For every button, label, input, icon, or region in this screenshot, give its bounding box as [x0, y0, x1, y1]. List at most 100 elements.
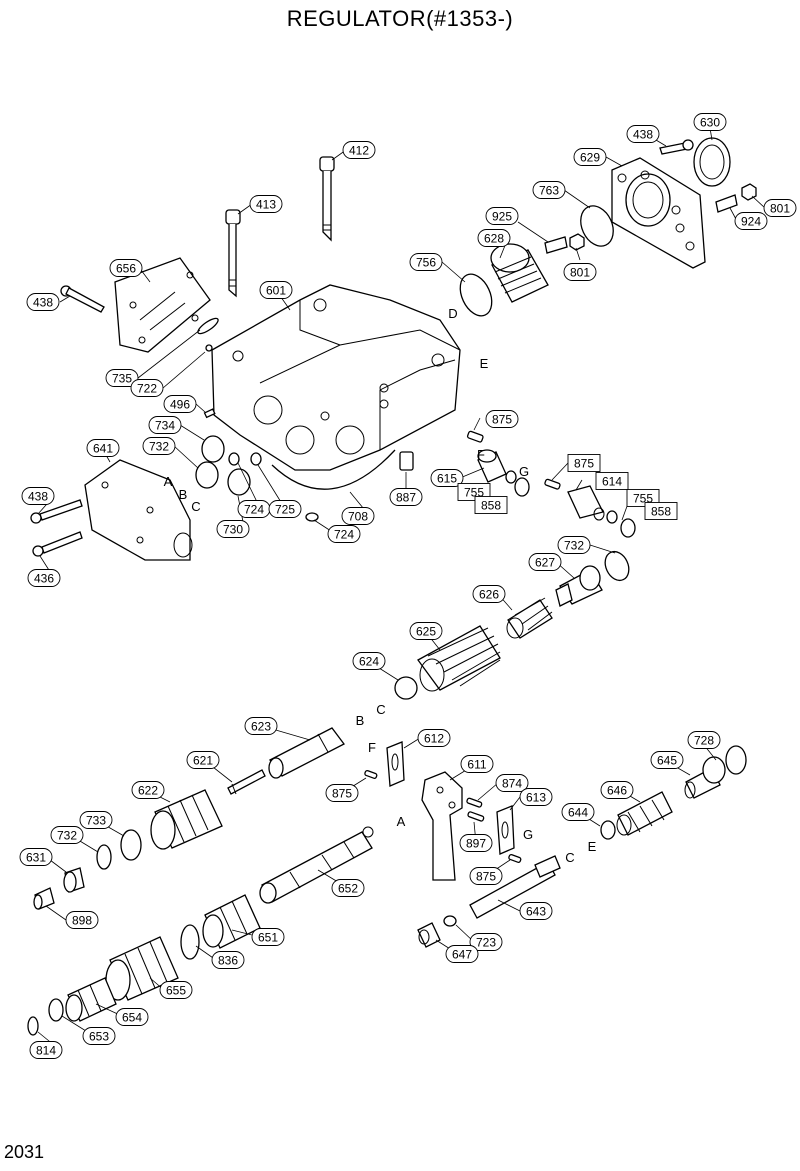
assembly-letter-d: D	[448, 306, 457, 321]
oring-724b	[305, 512, 319, 522]
callout-653: 653	[82, 1027, 116, 1045]
plug-898	[33, 887, 55, 910]
callout-number: 722	[137, 381, 157, 395]
spool-614	[567, 485, 605, 521]
callout-frame	[528, 553, 562, 571]
shaft-643	[469, 855, 561, 919]
callout-frame	[600, 781, 634, 799]
callout-651: 651	[251, 928, 285, 946]
callout-frame	[244, 717, 278, 735]
screw-924	[715, 194, 738, 213]
callout-number: 858	[481, 498, 501, 512]
callout-656: 656	[109, 259, 143, 277]
assembly-letter-a: A	[164, 474, 173, 489]
oring-755b	[606, 510, 618, 524]
cover-629	[611, 157, 706, 269]
callout-number: 621	[193, 753, 213, 767]
callout-836: 836	[211, 951, 245, 969]
assembly-letter-a: A	[397, 814, 406, 829]
callout-number: 875	[492, 412, 512, 426]
callout-frame	[595, 472, 629, 490]
callout-frame	[557, 536, 591, 554]
callout-number: 413	[256, 197, 276, 211]
callout-frame	[626, 125, 660, 143]
callout-644: 644	[561, 803, 595, 821]
callout-frame	[352, 652, 386, 670]
callout-number: 875	[332, 786, 352, 800]
callout-number: 732	[564, 538, 584, 552]
oring-722	[205, 344, 213, 352]
callout-646: 646	[600, 781, 634, 799]
pin-496	[203, 408, 216, 419]
pin-875a	[466, 430, 484, 443]
callout-438: 438	[21, 487, 55, 505]
callout-613: 613	[519, 788, 553, 806]
assembly-letter-g: G	[523, 827, 533, 842]
callout-875: 875	[469, 867, 503, 885]
callout-number: 643	[526, 904, 546, 918]
callout-732: 732	[557, 536, 591, 554]
callout-number: 653	[89, 1029, 109, 1043]
spool-651	[202, 894, 261, 949]
callout-number: 436	[34, 571, 54, 585]
spring-622	[150, 789, 223, 850]
callout-641: 641	[86, 439, 120, 457]
callout-frame	[485, 410, 519, 428]
callout-887: 887	[389, 488, 423, 506]
callout-frame	[573, 148, 607, 166]
callout-number: 924	[741, 214, 761, 228]
callout-number: 756	[416, 255, 436, 269]
callout-611: 611	[460, 755, 494, 773]
callout-number: 651	[258, 930, 278, 944]
bolt-413	[225, 209, 241, 298]
callout-708: 708	[341, 507, 375, 525]
callout-496: 496	[163, 395, 197, 413]
callout-frame	[342, 141, 376, 159]
callout-frame	[519, 902, 553, 920]
callout-755: 755	[626, 489, 660, 507]
callout-number: 652	[338, 881, 358, 895]
callout-frame	[409, 622, 443, 640]
callout-frame	[445, 945, 479, 963]
callout-647: 647	[445, 945, 479, 963]
callout-frame	[763, 199, 797, 217]
callout-733: 733	[79, 811, 113, 829]
callout-412: 412	[342, 141, 376, 159]
callout-number: 708	[348, 509, 368, 523]
housing-601	[211, 284, 461, 471]
callout-frame	[115, 1008, 149, 1026]
callout-number: 438	[633, 127, 653, 141]
callout-number: 412	[349, 143, 369, 157]
callout-frame	[734, 212, 768, 230]
callout-number: 725	[275, 502, 295, 516]
callout-number: 724	[244, 502, 264, 516]
callout-number: 624	[359, 654, 379, 668]
callout-frame	[82, 1027, 116, 1045]
spring-625	[417, 625, 501, 692]
page-number: 2031	[4, 1142, 45, 1162]
callout-frame	[687, 731, 721, 749]
assembly-letter-e: E	[480, 356, 489, 371]
callout-number: 615	[437, 471, 457, 485]
callout-number: 801	[770, 201, 790, 215]
ring-814	[27, 1016, 39, 1036]
callout-frame	[469, 933, 503, 951]
callout-897: 897	[459, 834, 493, 852]
callout-frame	[460, 755, 494, 773]
callout-number: 858	[651, 504, 671, 518]
callout-630: 630	[693, 113, 727, 131]
callout-frame	[163, 395, 197, 413]
link-612	[386, 741, 405, 787]
oring-733	[120, 829, 142, 861]
callout-frame	[211, 951, 245, 969]
callout-number: 755	[464, 485, 484, 499]
callout-frame	[131, 781, 165, 799]
oring-730	[227, 468, 251, 496]
callout-number: 925	[492, 209, 512, 223]
callout-875: 875	[485, 410, 519, 428]
callout-728: 728	[687, 731, 721, 749]
callout-frame	[331, 879, 365, 897]
callout-615: 615	[430, 469, 464, 487]
